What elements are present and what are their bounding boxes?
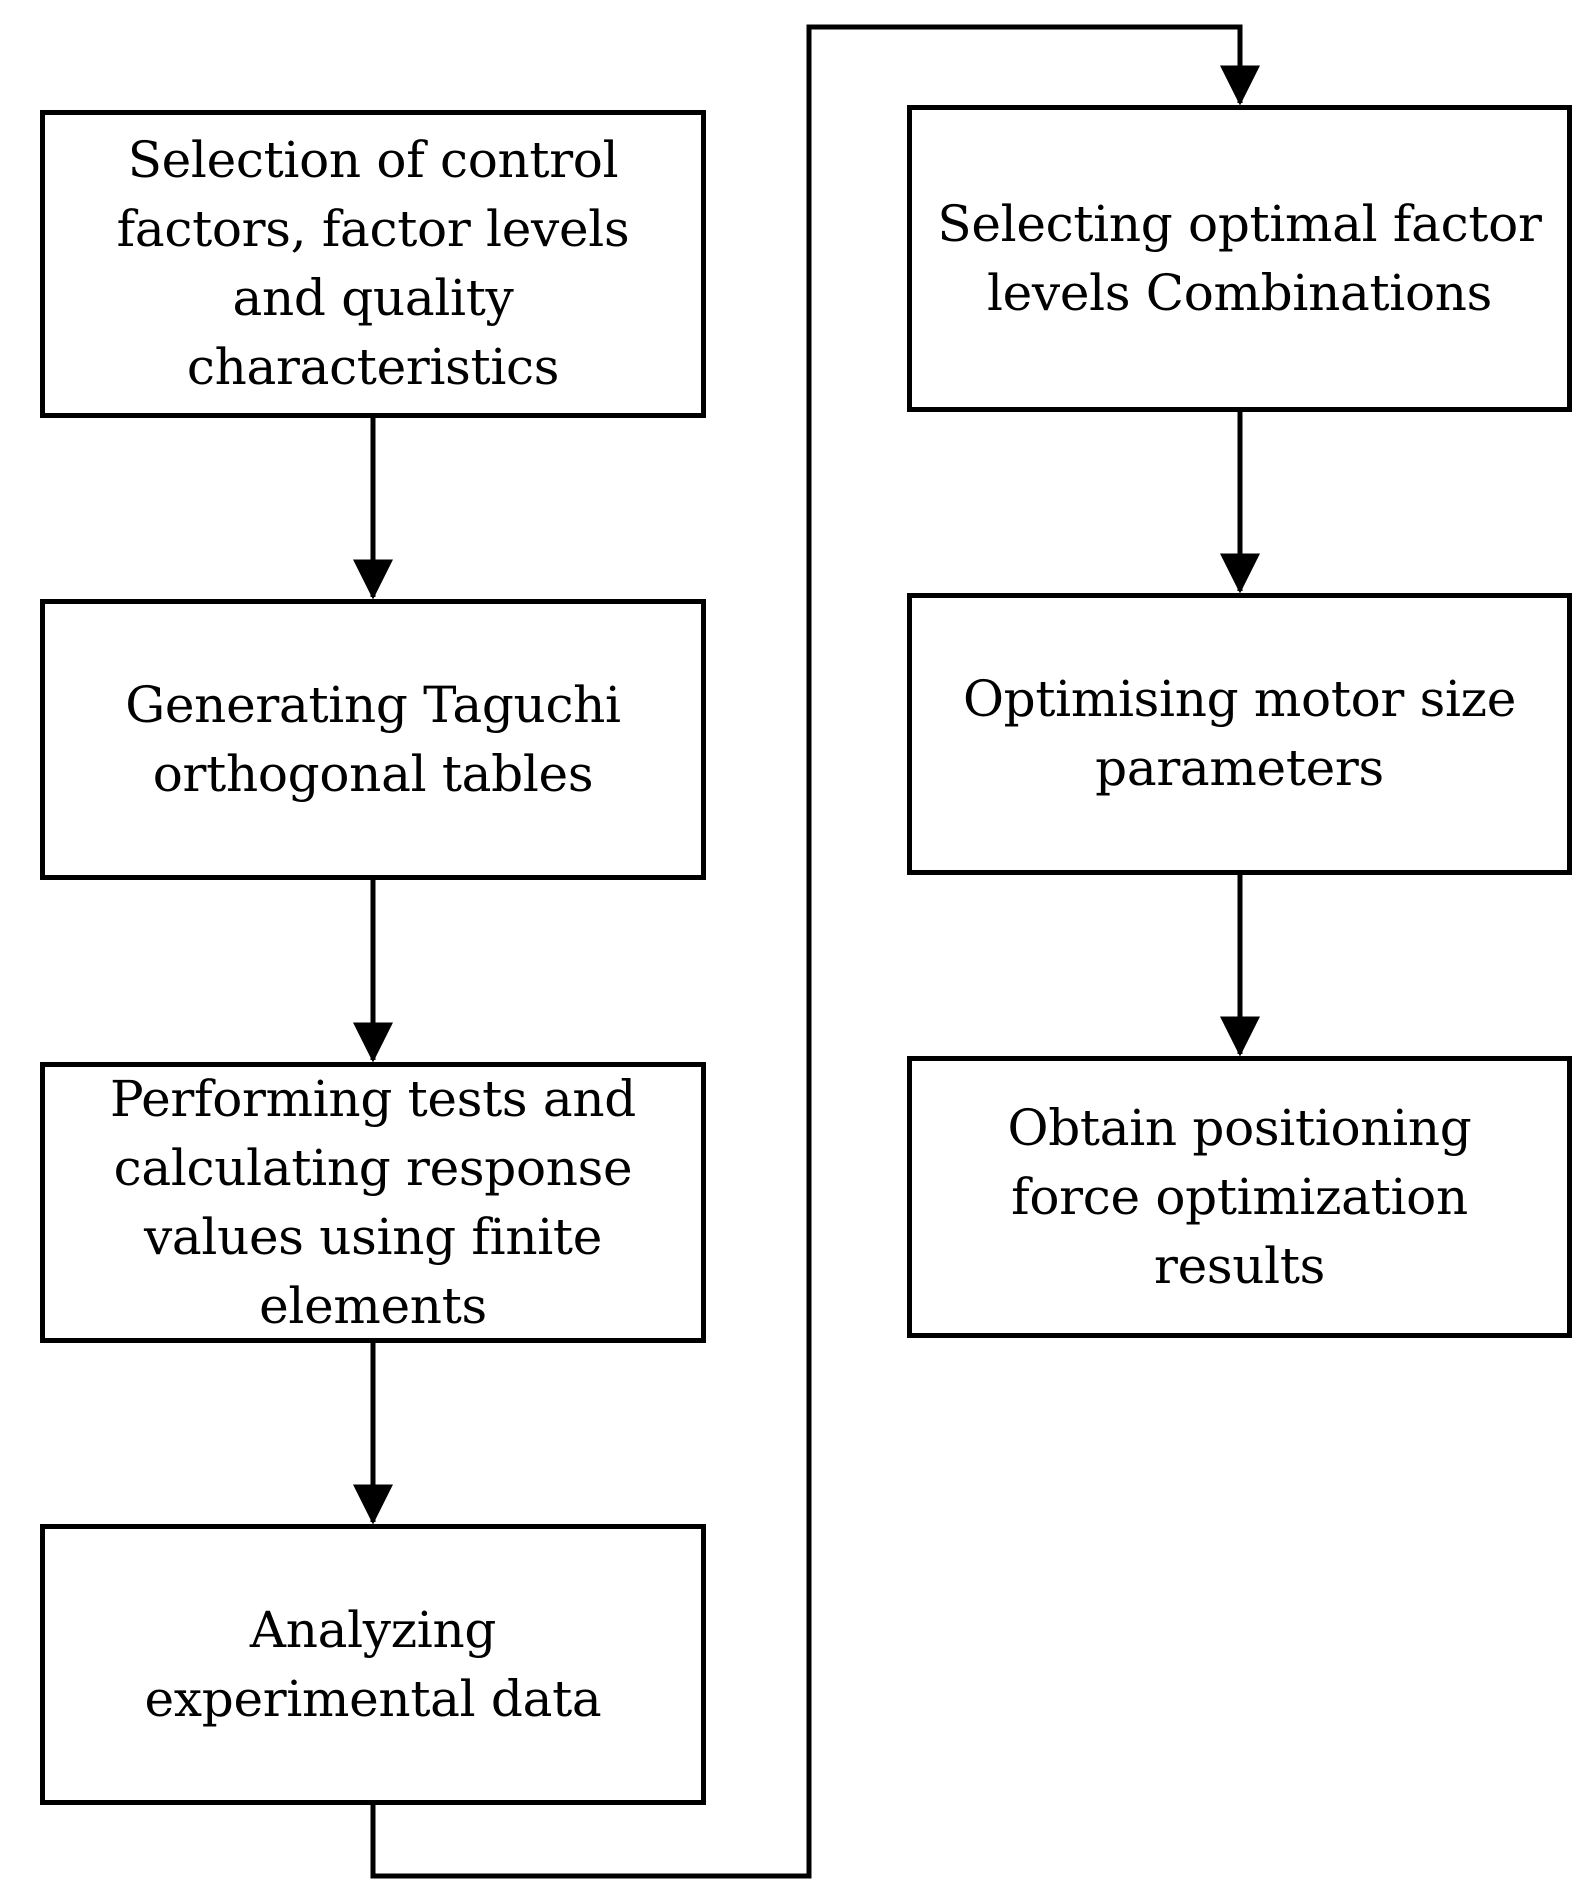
step-box-taguchi-tables: Generating Taguchi orthogonal tables	[40, 599, 706, 880]
arrow-analyze-to-optimal	[370, 24, 1260, 1879]
step-label-taguchi-tables: Generating Taguchi orthogonal tables	[125, 675, 621, 803]
step-box-motor-parameters: Optimising motor size parameters	[907, 593, 1572, 875]
step-label-performing-tests: Performing tests and calculating respons…	[110, 1069, 636, 1335]
step-label-analyzing-data: Analyzing experimental data	[144, 1600, 602, 1728]
step-label-optimization-results: Obtain positioning force optimization re…	[1007, 1098, 1472, 1295]
step-box-performing-tests: Performing tests and calculating respons…	[40, 1062, 706, 1343]
step-label-optimal-levels: Selecting optimal factor levels Combinat…	[937, 194, 1542, 322]
step-label-motor-parameters: Optimising motor size parameters	[962, 670, 1517, 797]
step-box-optimization-results: Obtain positioning force optimization re…	[907, 1056, 1572, 1338]
step-label-selection: Selection of control factors, factor lev…	[116, 131, 630, 396]
step-box-analyzing-data: Analyzing experimental data	[40, 1524, 706, 1805]
step-box-optimal-levels: Selecting optimal factor levels Combinat…	[907, 105, 1572, 412]
step-box-selection: Selection of control factors, factor lev…	[40, 110, 706, 418]
